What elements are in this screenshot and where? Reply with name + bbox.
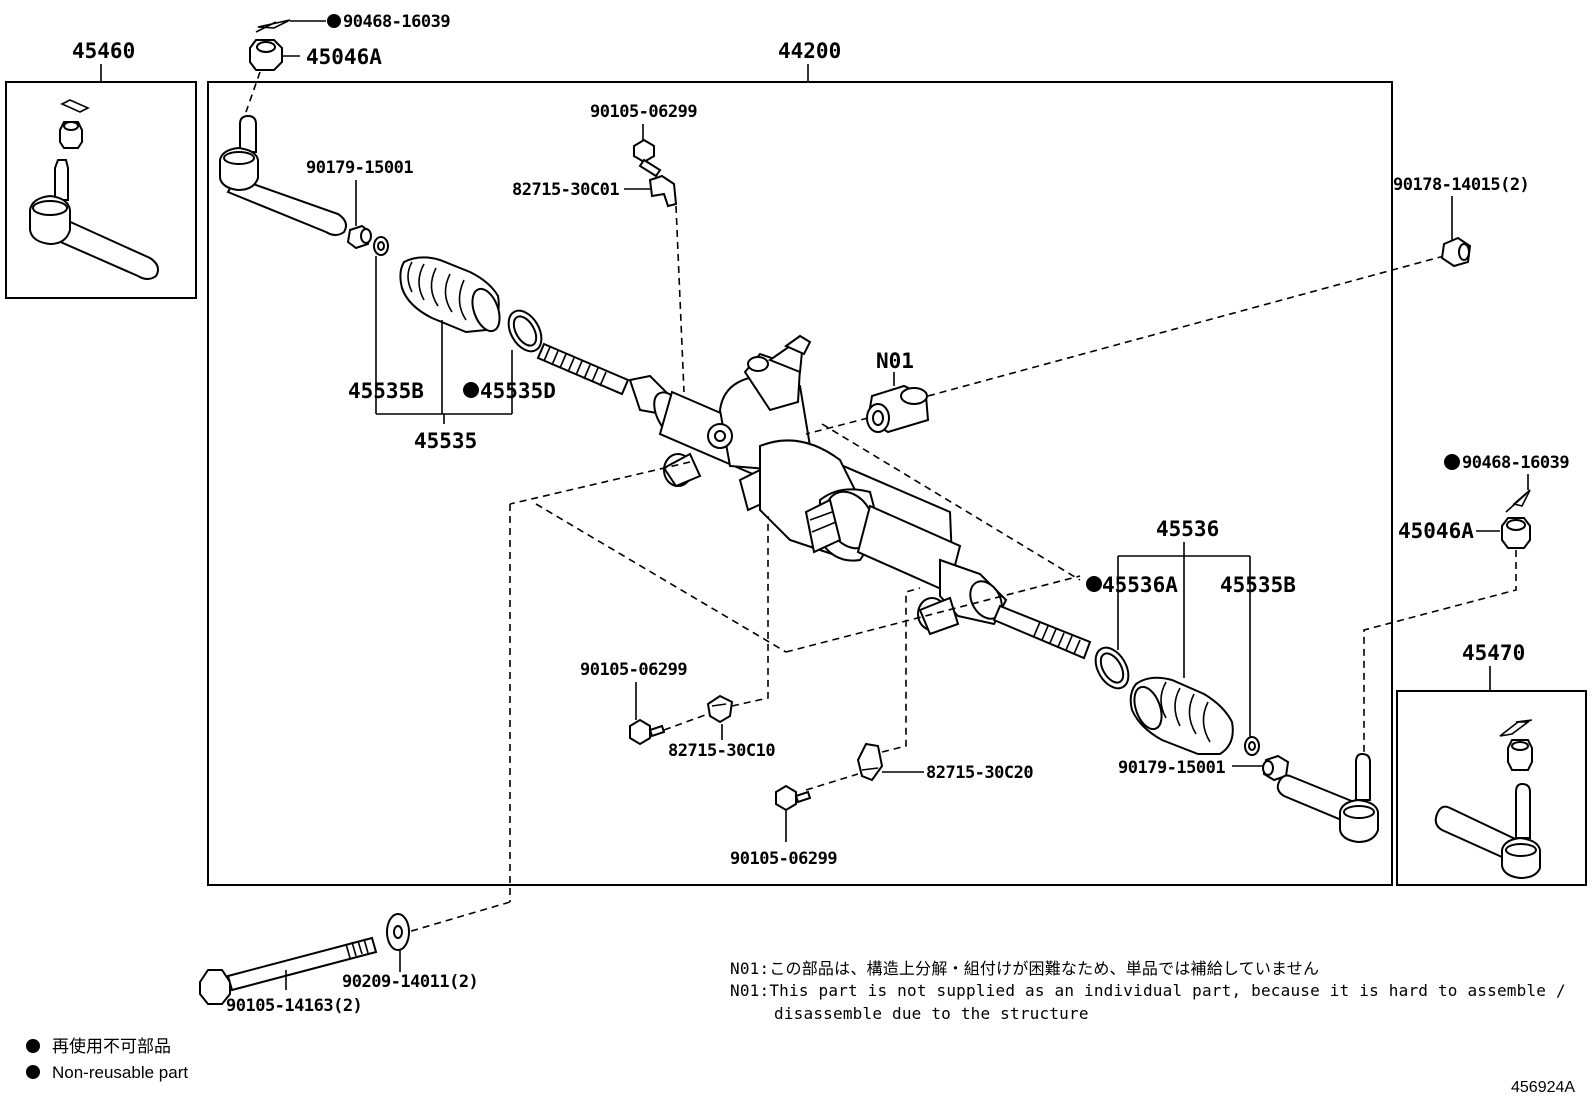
bushing-90178-icon: [1440, 236, 1472, 268]
non-reusable-dot-45536a: [1086, 576, 1102, 592]
clip-small-left-icon: [373, 236, 389, 256]
non-reusable-dot-45535d: [463, 382, 479, 398]
label-90468-16039-right: 90468-16039: [1462, 453, 1569, 473]
right-tie-rod-end-box: [1396, 690, 1587, 886]
cotter-pin-right-icon: [1505, 489, 1531, 513]
bolt-top-icon: [633, 138, 662, 178]
rack-boot-right-icon: [1129, 676, 1234, 755]
washer-icon: [386, 913, 410, 951]
left-tie-rod-end-box: [5, 81, 197, 299]
rack-boot-left-icon: [399, 256, 501, 334]
dash-n01-to-housing: [805, 417, 869, 435]
label-45046a-right: 45046A: [1398, 519, 1474, 543]
rack-end-right-icon: [992, 604, 1092, 660]
label-90468-16039-top: 90468-16039: [343, 12, 450, 32]
clamp-bracket-top-icon: [648, 174, 678, 208]
dash-to-washer: [407, 901, 511, 933]
label-45535d: 45535D: [480, 379, 556, 403]
non-reusable-dot-top: [327, 14, 341, 28]
label-45536: 45536: [1156, 517, 1219, 541]
figure-id: 456924A: [1511, 1079, 1575, 1096]
tie-rod-end-left-icon: [219, 114, 347, 236]
label-90179-15001-bottom: 90179-15001: [1118, 758, 1225, 778]
note-n01-japanese: N01:この部品は、構造上分解・組付けが困難なため、単品では補給していません: [730, 959, 1319, 978]
boot-clamp-right-icon: [1094, 646, 1130, 690]
label-90179-15001-top: 90179-15001: [306, 158, 413, 178]
clamp-bracket-low-icon: [856, 742, 884, 782]
mount-bolt-icon: [199, 936, 378, 1005]
castle-nut-icon: [249, 39, 283, 71]
dash-bracket-to-housing: [675, 205, 685, 393]
bolt-mid-icon: [629, 718, 666, 746]
label-82715-30c20: 82715-30C20: [926, 763, 1033, 783]
label-45535b-left: 45535B: [348, 379, 424, 403]
boot-clamp-left-icon: [507, 309, 543, 353]
dash-nut-to-tierod: [245, 71, 261, 113]
dash-mount-diag: [535, 503, 787, 653]
label-45046a-top: 45046A: [306, 45, 382, 69]
tie-rod-end-45460-icon: [29, 99, 159, 280]
label-45460: 45460: [72, 39, 135, 63]
non-reusable-dot-right-top: [1444, 454, 1460, 470]
label-90105-06299-bottom: 90105-06299: [730, 849, 837, 869]
label-90209-14011: 90209-14011(2): [342, 972, 478, 992]
dash-n01-to-90178: [927, 255, 1445, 397]
label-90178-14015: 90178-14015(2): [1393, 175, 1529, 195]
note-n01-english-line1: N01:This part is not supplied as an indi…: [730, 981, 1566, 1000]
note-n01-english-line2: disassemble due to the structure: [774, 1004, 1089, 1023]
main-assembly-box: [207, 81, 1393, 886]
label-n01: N01: [876, 349, 914, 373]
label-90105-14163: 90105-14163(2): [226, 996, 362, 1016]
rack-end-left-icon: [536, 342, 630, 396]
label-45535b-right: 45535B: [1220, 573, 1296, 597]
cotter-pin-icon: [255, 19, 291, 33]
tie-rod-end-right-icon: [1276, 752, 1379, 844]
rack-housing-icon: [628, 334, 1008, 636]
label-45535: 45535: [414, 429, 477, 453]
castle-nut-right-icon: [1501, 517, 1531, 549]
label-45470: 45470: [1462, 641, 1525, 665]
tie-rod-end-45470-icon: [1434, 719, 1541, 880]
clamp-bracket-mid-icon: [706, 694, 734, 724]
label-44200: 44200: [778, 39, 841, 63]
legend-dot-ja: [26, 1039, 40, 1053]
label-45536a: 45536A: [1102, 573, 1178, 597]
label-90105-06299-mid: 90105-06299: [580, 660, 687, 680]
bushing-top-icon: [346, 224, 372, 250]
n01-valve-icon: [866, 384, 930, 434]
bolt-low-icon: [775, 784, 812, 812]
legend-en: Non-reusable part: [52, 1063, 188, 1082]
legend-dot-en: [26, 1065, 40, 1079]
label-90105-06299-top: 90105-06299: [590, 102, 697, 122]
label-82715-30c10: 82715-30C10: [668, 741, 775, 761]
dash-housing-to-mount-left: [509, 461, 691, 505]
legend-ja: 再使用不可部品: [52, 1036, 171, 1056]
label-82715-30c01: 82715-30C01: [512, 180, 619, 200]
dash-housing-to-45536a: [821, 423, 1081, 581]
clip-small-right-icon: [1244, 736, 1260, 756]
dash-mount-right: [785, 575, 1081, 653]
